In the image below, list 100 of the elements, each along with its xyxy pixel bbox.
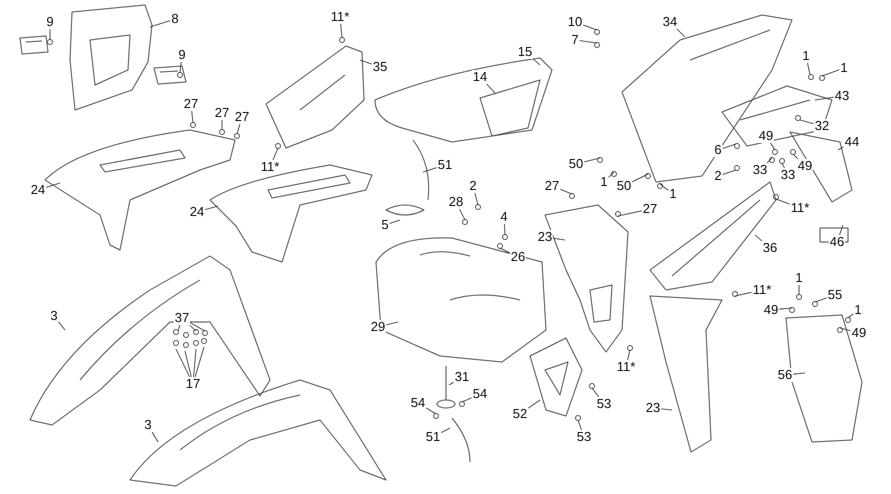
callout-number: 46 bbox=[828, 235, 846, 249]
leader-line bbox=[676, 28, 686, 38]
callout-number: 4 bbox=[499, 210, 509, 224]
leader-line bbox=[592, 388, 600, 398]
leader-line bbox=[184, 350, 192, 378]
callout-number: 11* bbox=[616, 360, 636, 374]
leader-line bbox=[236, 124, 240, 134]
callout-number: 1 bbox=[839, 61, 849, 75]
leader-line bbox=[618, 210, 642, 216]
callout-number: 1 bbox=[668, 187, 678, 201]
callout-number: 2 bbox=[713, 169, 723, 183]
leader-line bbox=[422, 167, 438, 172]
callout-number: 8 bbox=[170, 12, 180, 26]
callout-number: 27 bbox=[234, 110, 250, 124]
leader-line bbox=[462, 397, 472, 402]
leader-line bbox=[778, 308, 792, 310]
callout-number: 3 bbox=[49, 309, 59, 323]
leader-line bbox=[426, 408, 436, 414]
callout-number: 51 bbox=[424, 430, 442, 444]
leader-line bbox=[152, 432, 158, 442]
callout-number: 54 bbox=[410, 396, 426, 410]
leader-line bbox=[839, 224, 844, 236]
leader-line bbox=[500, 248, 510, 254]
callout-number: 11* bbox=[260, 160, 280, 174]
callout-number: 55 bbox=[826, 288, 844, 302]
leader-line bbox=[627, 350, 630, 360]
leader-line bbox=[389, 220, 400, 224]
leader-line bbox=[800, 120, 814, 124]
callout-number: 10 bbox=[566, 15, 584, 29]
leader-line bbox=[440, 428, 450, 433]
callout-number: 35 bbox=[372, 60, 388, 74]
callout-number: 53 bbox=[576, 430, 592, 444]
callout-number: 9 bbox=[45, 15, 55, 29]
leader-line bbox=[150, 20, 171, 28]
leader-line bbox=[766, 158, 772, 164]
callout-number: 3 bbox=[143, 418, 153, 432]
callout-number: 1 bbox=[853, 303, 863, 317]
leader-line bbox=[582, 24, 598, 30]
leader-line bbox=[792, 372, 806, 375]
leader-line bbox=[734, 292, 752, 296]
callout-number: 50 bbox=[616, 179, 632, 193]
leader-line bbox=[822, 69, 840, 76]
callout-number: 27 bbox=[182, 97, 200, 111]
callout-number: 11* bbox=[752, 283, 772, 297]
leader-line bbox=[360, 60, 372, 64]
callout-number: 56 bbox=[776, 368, 794, 382]
leader-line bbox=[584, 158, 600, 162]
callout-number: 52 bbox=[512, 407, 528, 421]
leader-line bbox=[46, 182, 60, 188]
callout-number: 9 bbox=[177, 48, 187, 62]
callout-number: 6 bbox=[713, 143, 723, 157]
leader-line bbox=[807, 62, 810, 76]
leader-line bbox=[340, 24, 342, 38]
leader-line bbox=[180, 62, 182, 74]
callout-number: 24 bbox=[188, 205, 206, 219]
leader-line bbox=[770, 142, 776, 150]
callout-number: 37 bbox=[174, 311, 190, 325]
callout-number: 27 bbox=[642, 202, 658, 216]
callout-number: 24 bbox=[30, 183, 46, 197]
leader-line bbox=[754, 234, 762, 242]
leader-line bbox=[608, 172, 614, 178]
callout-number: 28 bbox=[448, 195, 464, 209]
callout-number: 31 bbox=[454, 370, 470, 384]
leader-line bbox=[814, 298, 828, 302]
leader-line bbox=[193, 348, 196, 378]
leader-line bbox=[578, 420, 582, 430]
callout-number: 17 bbox=[184, 377, 202, 391]
leader-line bbox=[798, 284, 800, 296]
leader-line bbox=[579, 40, 598, 44]
callout-number: 11* bbox=[790, 201, 810, 215]
callout-number: 51 bbox=[436, 158, 454, 172]
callout-number: 2 bbox=[468, 179, 478, 193]
callout-number: 33 bbox=[780, 168, 796, 182]
leader-line bbox=[386, 322, 398, 326]
leader-line bbox=[528, 400, 540, 409]
leader-line bbox=[474, 192, 478, 206]
callout-number: 5 bbox=[380, 218, 390, 232]
leader-line bbox=[191, 110, 194, 124]
callout-number: 44 bbox=[844, 135, 860, 149]
callout-number: 33 bbox=[752, 163, 768, 177]
leader-line bbox=[560, 188, 572, 194]
leader-line bbox=[272, 148, 278, 160]
callout-number: 49 bbox=[758, 129, 774, 143]
leader-line bbox=[632, 174, 648, 182]
callout-number: 14 bbox=[472, 70, 488, 84]
leader-line bbox=[660, 184, 669, 191]
leader-line bbox=[204, 206, 218, 210]
callout-number: 26 bbox=[510, 250, 526, 264]
leader-line bbox=[660, 408, 672, 410]
callout-number: 1 bbox=[801, 49, 811, 63]
leader-line bbox=[722, 170, 736, 175]
callout-number: 34 bbox=[662, 15, 678, 29]
callout-number: 1 bbox=[599, 175, 609, 189]
callout-number: 23 bbox=[536, 230, 554, 244]
leader-line bbox=[838, 146, 844, 150]
callout-number: 49 bbox=[850, 326, 868, 340]
callout-number: 27 bbox=[544, 179, 560, 193]
leader-line bbox=[782, 162, 785, 168]
leader-line bbox=[552, 238, 566, 240]
callout-number: 23 bbox=[644, 401, 662, 415]
